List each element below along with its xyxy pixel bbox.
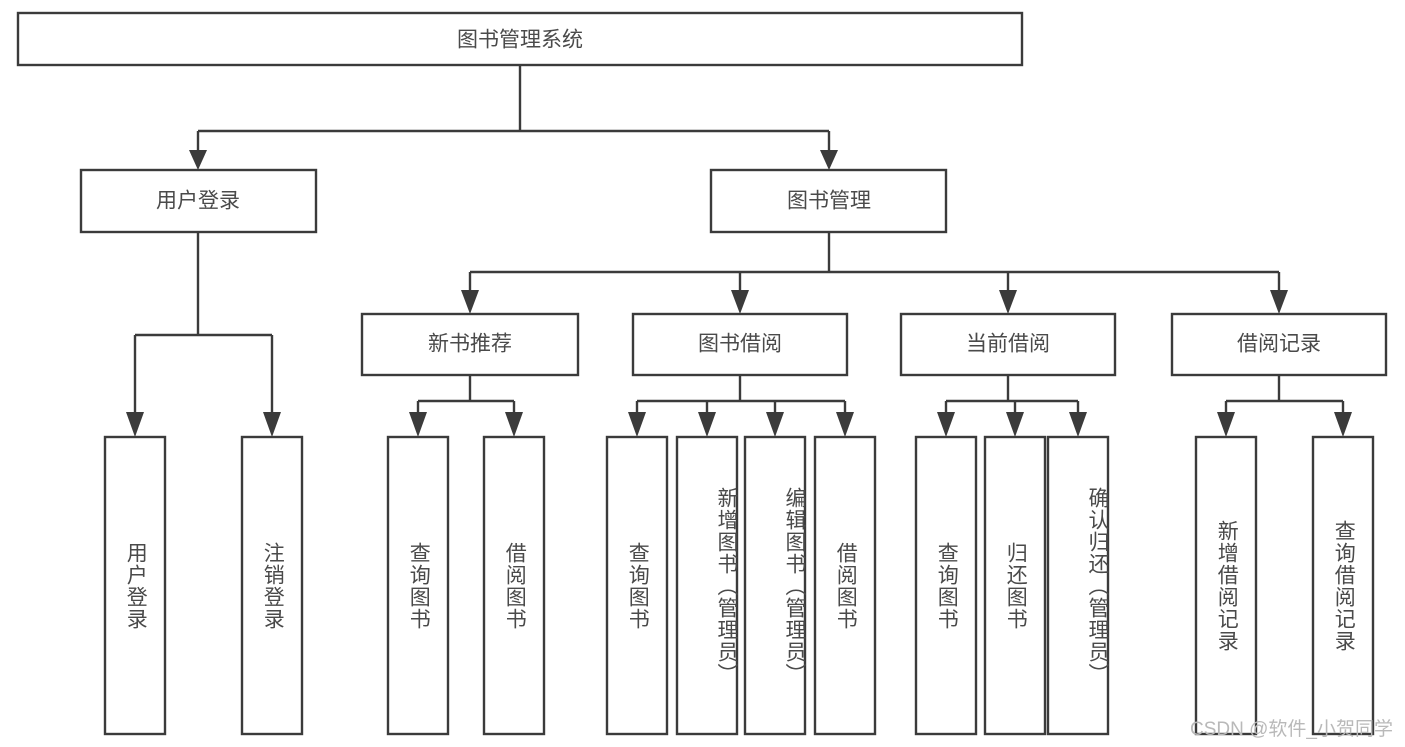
arrow-to-leaf-borrow-lend bbox=[836, 412, 854, 437]
arrow-to-leaf-borrow-edit bbox=[766, 412, 784, 437]
node-user-login-label: 用户登录 bbox=[156, 190, 240, 213]
leaf-borrow-lend-book-box[interactable] bbox=[813, 435, 877, 736]
leaf-current-return-book-label: 归还图书 bbox=[1004, 541, 1028, 630]
node-book-manage-label: 图书管理 bbox=[787, 190, 871, 213]
leaf-recommend-borrow-book-box[interactable] bbox=[482, 435, 546, 736]
arrow-to-borrow-record bbox=[1270, 290, 1288, 314]
leaf-borrow-add-book-label: 新增图书（管理员） bbox=[715, 486, 738, 685]
arrow-to-leaf-borrow-query bbox=[628, 412, 646, 437]
leaf-current-query-book-label: 查询图书 bbox=[935, 541, 959, 630]
arrow-to-leaf-record-query bbox=[1334, 412, 1352, 437]
arrow-to-new-book-recommend bbox=[461, 290, 479, 314]
leaf-recommend-query-book-box[interactable] bbox=[386, 435, 450, 736]
arrow-to-leaf-current-confirm bbox=[1069, 412, 1087, 437]
leaf-record-add-label: 新增借阅记录 bbox=[1215, 519, 1239, 652]
leaf-current-confirm-return-label: 确认归还（管理员） bbox=[1086, 486, 1109, 685]
leaf-recommend-query-book-label: 查询图书 bbox=[407, 541, 431, 630]
arrow-to-leaf-record-add bbox=[1217, 412, 1235, 437]
node-root-label: 图书管理系统 bbox=[457, 29, 583, 52]
leaf-borrow-query-book-box[interactable] bbox=[605, 435, 669, 736]
leaf-recommend-borrow-book-label: 借阅图书 bbox=[503, 541, 527, 630]
leaf-borrow-add-book-box[interactable] bbox=[675, 435, 739, 736]
arrow-to-leaf-recommend-borrow bbox=[505, 412, 523, 437]
connectors bbox=[126, 65, 1352, 437]
arrow-to-book-manage bbox=[820, 150, 838, 170]
leaf-borrow-edit-book-box[interactable] bbox=[743, 435, 807, 736]
node-new-book-recommend-label: 新书推荐 bbox=[428, 333, 512, 356]
arrow-to-book-borrow bbox=[731, 290, 749, 314]
node-book-borrow-box[interactable] bbox=[631, 312, 849, 377]
arrow-to-leaf-logout bbox=[263, 412, 281, 437]
arrow-to-leaf-recommend-query bbox=[409, 412, 427, 437]
node-borrow-record-label: 借阅记录 bbox=[1237, 333, 1321, 356]
leaf-borrow-lend-book-label: 借阅图书 bbox=[834, 541, 858, 630]
arrow-to-leaf-current-return bbox=[1006, 412, 1024, 437]
leaf-record-add-box[interactable] bbox=[1194, 435, 1258, 736]
node-borrow-record-box[interactable] bbox=[1170, 312, 1388, 377]
leaf-current-confirm-return-box[interactable] bbox=[1046, 435, 1110, 736]
leaf-user-login-box[interactable] bbox=[103, 435, 167, 736]
leaf-record-query-label: 查询借阅记录 bbox=[1332, 519, 1356, 652]
node-boxes: 图书管理系统 用户登录 图书管理 新书推荐 图书借阅 当前借阅 借阅记录 bbox=[16, 11, 1388, 736]
node-new-book-recommend-box[interactable] bbox=[360, 312, 580, 377]
leaf-current-return-book-box[interactable] bbox=[983, 435, 1047, 736]
leaf-borrow-edit-book-label: 编辑图书（管理员） bbox=[783, 486, 806, 685]
node-book-borrow-label: 图书借阅 bbox=[698, 333, 782, 356]
leaf-logout-box[interactable] bbox=[240, 435, 304, 736]
node-user-login-box[interactable] bbox=[79, 168, 318, 234]
csdn-watermark: CSDN @软件_小贺同学 bbox=[1190, 719, 1393, 740]
arrow-to-current-borrow bbox=[999, 290, 1017, 314]
node-current-borrow-label: 当前借阅 bbox=[966, 333, 1050, 356]
node-book-manage-box[interactable] bbox=[709, 168, 948, 234]
node-current-borrow-box[interactable] bbox=[899, 312, 1117, 377]
arrow-to-user-login bbox=[189, 150, 207, 170]
leaf-user-login-label: 用户登录 bbox=[124, 541, 148, 630]
arrow-to-leaf-borrow-add bbox=[698, 412, 716, 437]
leaf-current-query-book-box[interactable] bbox=[914, 435, 978, 736]
leaf-logout-label: 注销登录 bbox=[261, 541, 285, 630]
arrow-to-leaf-user-login bbox=[126, 412, 144, 437]
leaf-borrow-query-book-label: 查询图书 bbox=[626, 541, 650, 630]
node-root-box[interactable] bbox=[16, 11, 1024, 67]
leaf-record-query-box[interactable] bbox=[1311, 435, 1375, 736]
arrow-to-leaf-current-query bbox=[937, 412, 955, 437]
